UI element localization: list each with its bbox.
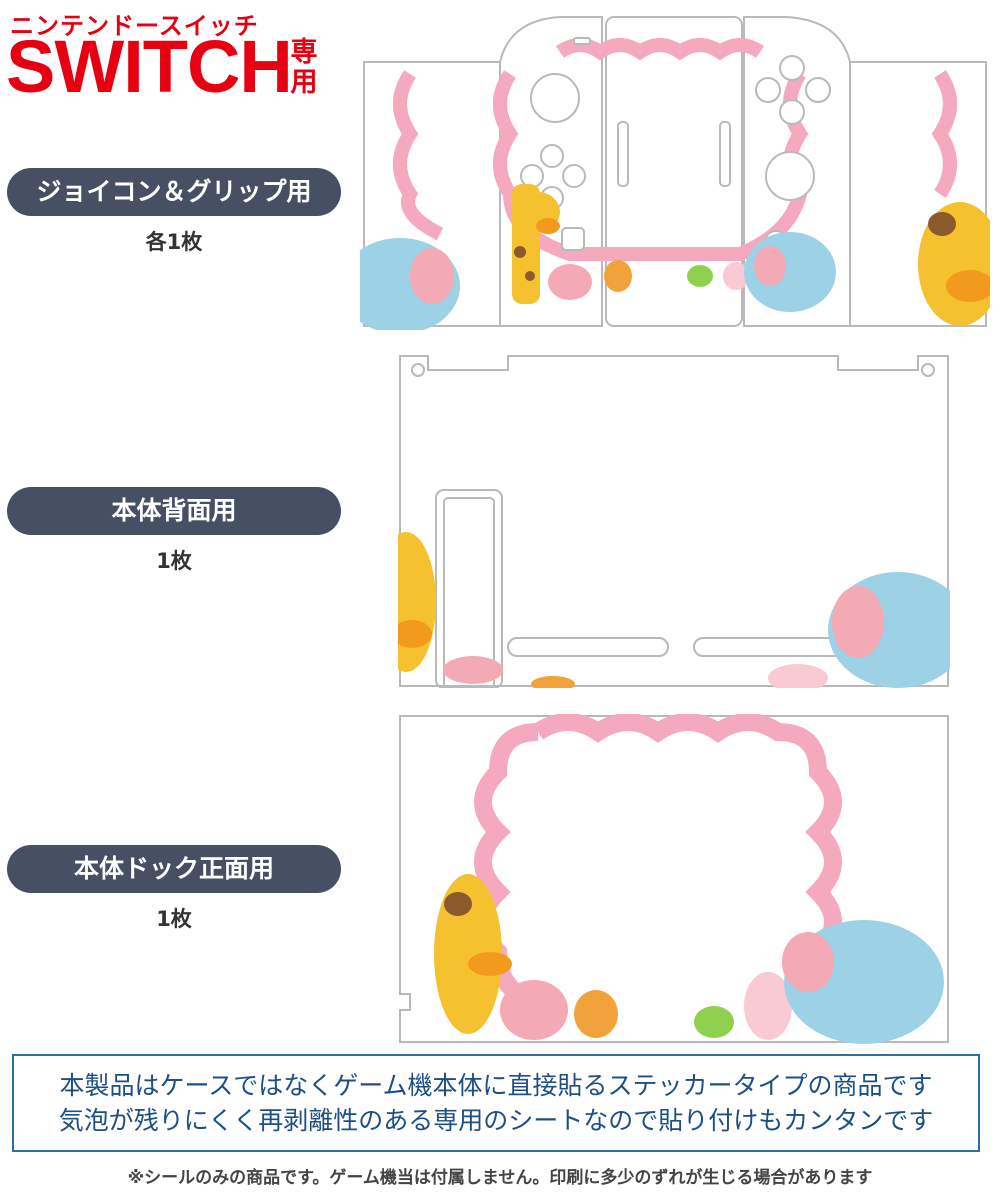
section-label-back: 本体背面用 [7,487,341,535]
section-qty-back: 1枚 [156,549,192,573]
footnote-disclaimer: ※シールのみの商品です。ゲーム機当は付属しません。印刷に多少のずれが生じる場合が… [127,1168,873,1188]
notice-line-2: 気泡が残りにくく再剥離性のある専用のシートなので貼り付けもカンタンです [58,1106,934,1135]
dock-front-sticker-preview [399,714,949,1044]
joycon-grip-sticker-preview [360,16,990,330]
console-back-sticker-preview [398,355,950,688]
section-label-dock: 本体ドック正面用 [7,845,341,893]
brand-switch-logo: SWITCH [6,25,293,108]
section-label-joycon: ジョイコン＆グリップ用 [7,168,341,216]
section-qty-joycon: 各1枚 [145,230,203,254]
brand-kana-title: ニンテンドースイッチ [10,12,259,40]
brand-dedicated-label: 専用 [290,37,318,98]
section-qty-dock: 1枚 [156,907,192,931]
product-notice-box: 本製品はケースではなくゲーム機本体に直接貼るステッカータイプの商品です 気泡が残… [12,1054,980,1152]
notice-line-1: 本製品はケースではなくゲーム機本体に直接貼るステッカータイプの商品です [59,1071,933,1100]
